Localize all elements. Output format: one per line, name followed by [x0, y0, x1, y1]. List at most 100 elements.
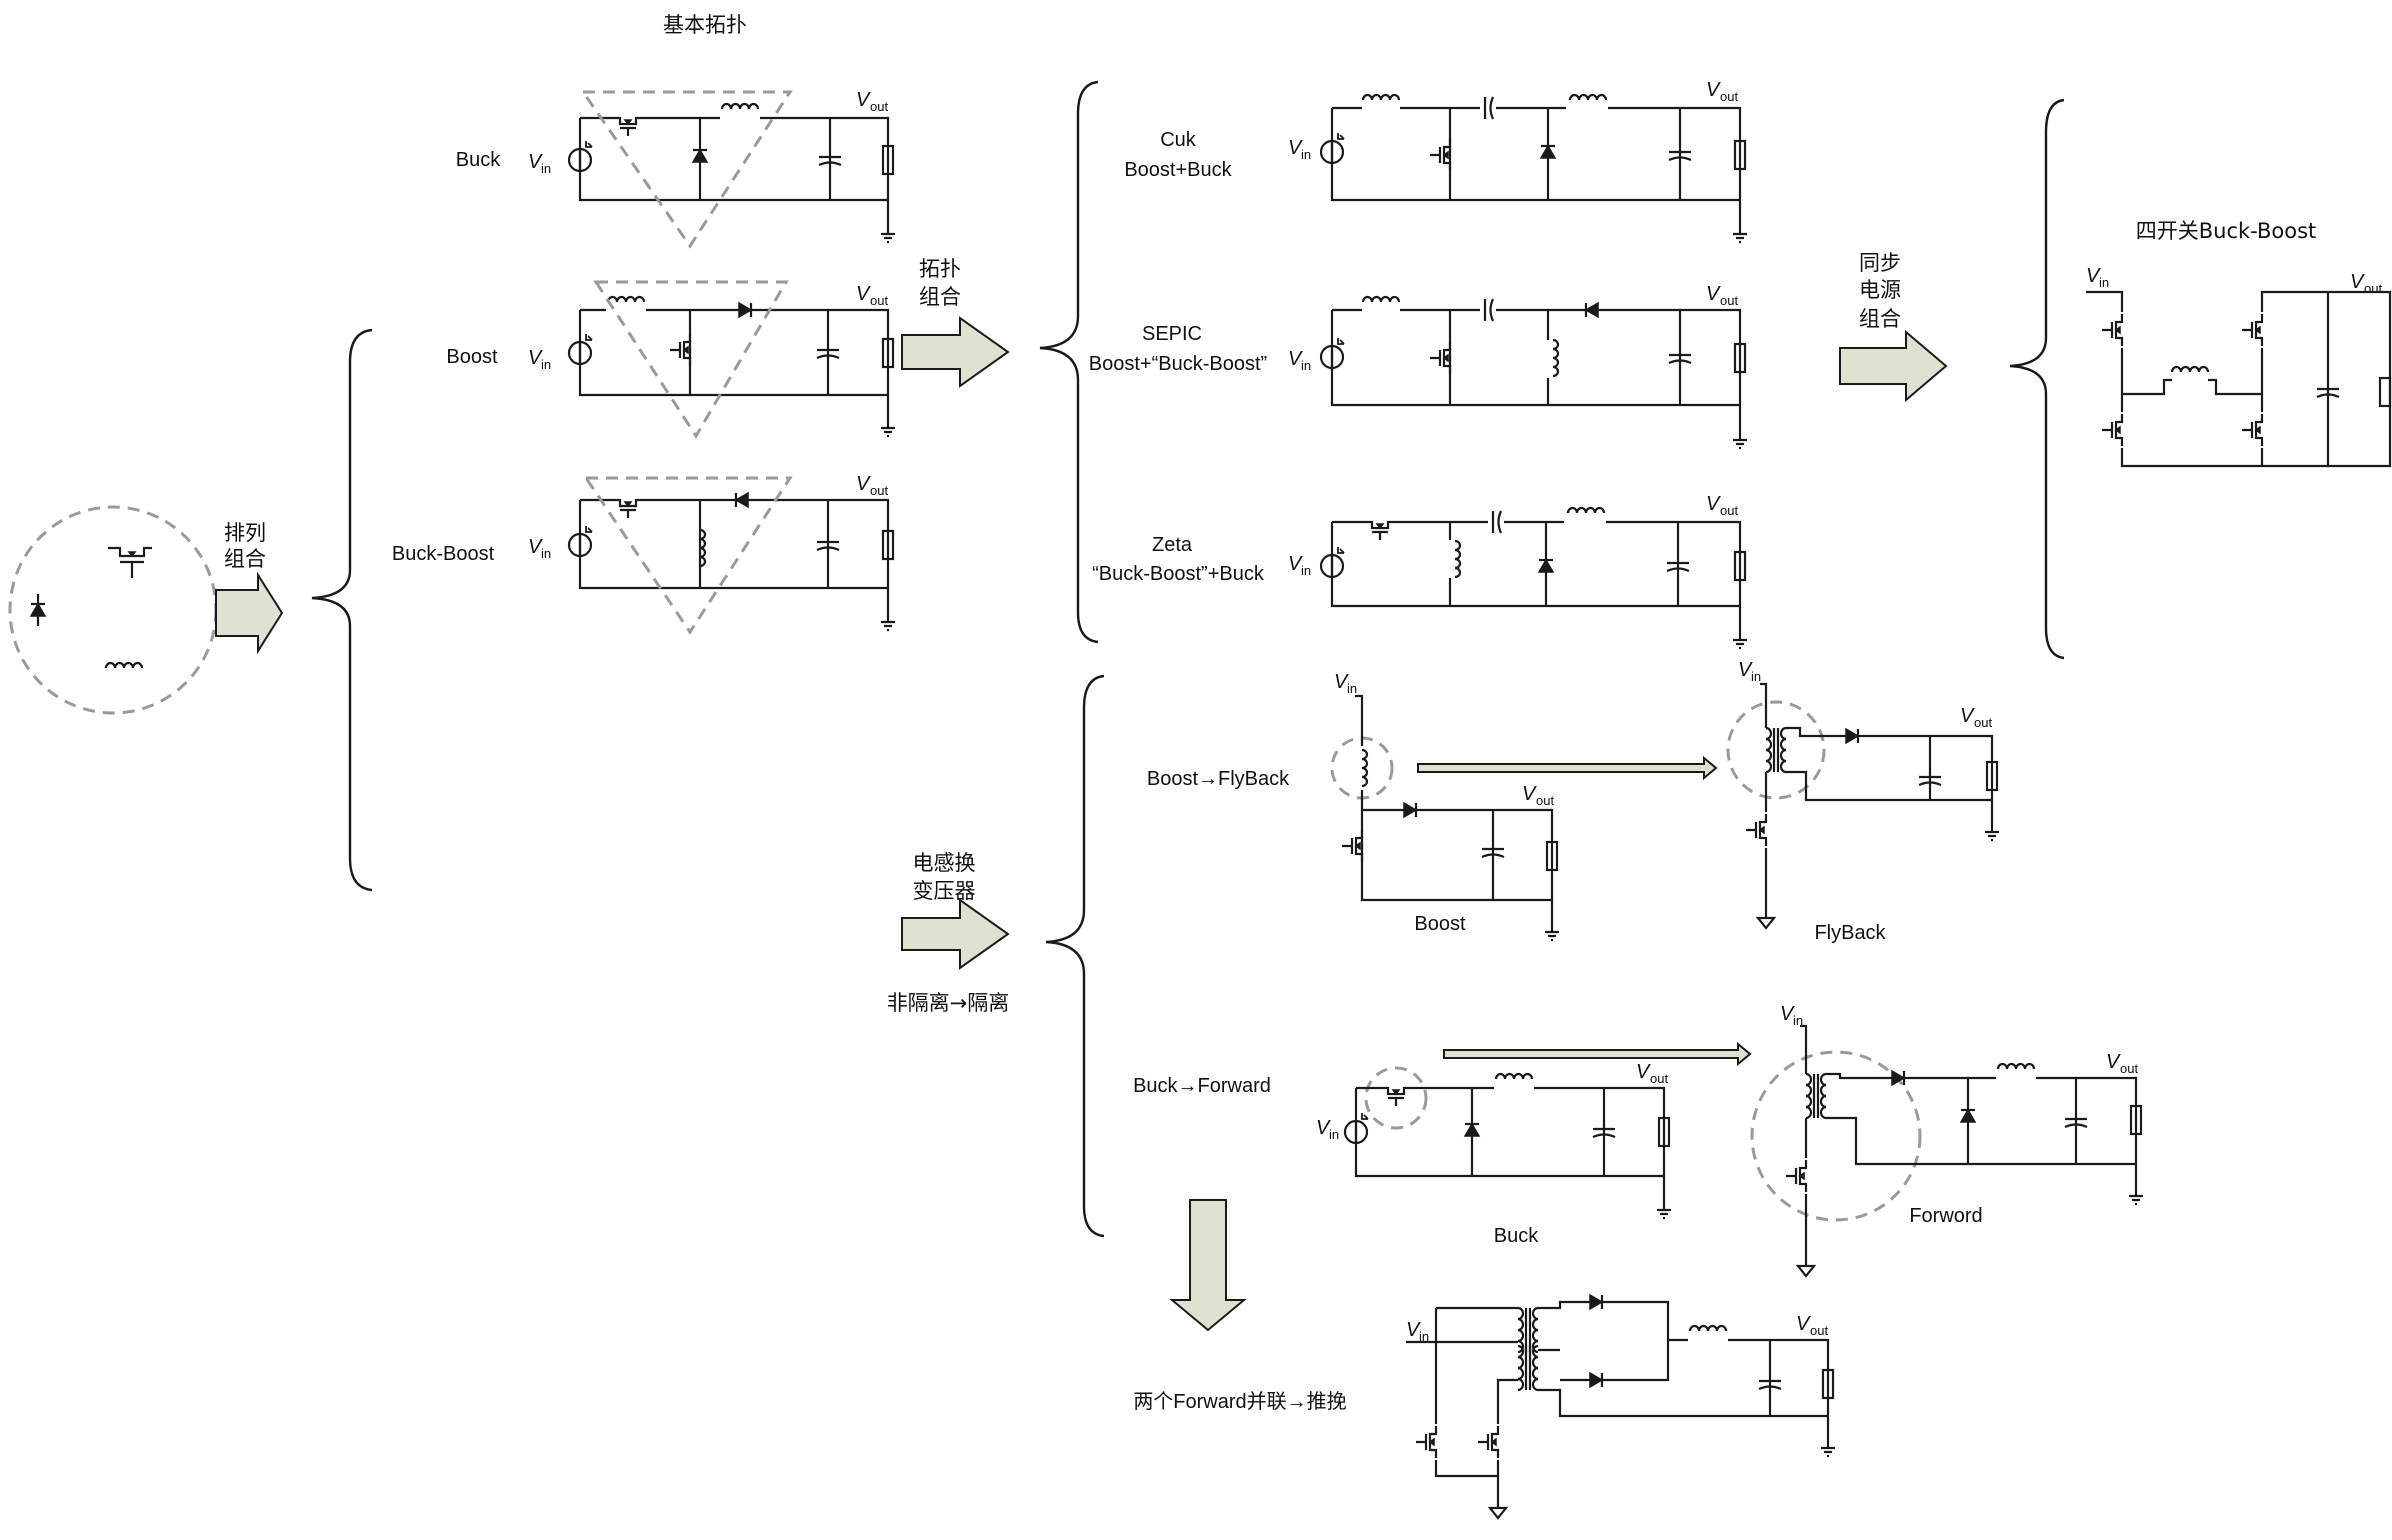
buck-circuit: Buck V in V out	[456, 89, 897, 249]
svg-text:in: in	[1301, 563, 1311, 578]
topology-combine-1: 拓扑	[919, 257, 961, 281]
svg-text:in: in	[1793, 1013, 1803, 1028]
boost-label: Boost	[446, 346, 498, 368]
buck-label: Buck	[456, 149, 501, 171]
svg-text:V: V	[1706, 79, 1721, 101]
buck-boost-label: Buck-Boost	[392, 543, 495, 565]
cuk-circuit: Cuk Boost+Buck V in V out	[1124, 79, 1749, 244]
zeta-circuit: Zeta “Buck-Boost”+Buck V in V out	[1092, 493, 1749, 650]
arrange-combine-arrow: 排列 组合	[215, 521, 284, 655]
svg-text:in: in	[2099, 275, 2109, 290]
svg-text:V: V	[1288, 137, 1303, 159]
boost-to-flyback: Boost→FlyBack V in V out Boost V in V ou…	[1147, 659, 2001, 944]
diagram-title: 基本拓扑	[663, 13, 747, 37]
svg-text:in: in	[541, 357, 551, 372]
arrange-label-2: 组合	[224, 547, 266, 571]
svg-text:out: out	[1650, 1071, 1668, 1086]
svg-text:in: in	[1419, 1329, 1429, 1344]
push-pull-circuit: 两个Forward并联→推挽 V in V out	[1133, 1293, 1837, 1520]
sepic-name: SEPIC	[1142, 323, 1202, 345]
buck-to-forward: Buck→Forward V in V out Buck V in V out	[1133, 1003, 2145, 1278]
topology-combine-2: 组合	[919, 285, 961, 309]
sync-power-2: 电源	[1859, 278, 1901, 302]
svg-text:in: in	[1301, 358, 1311, 373]
brace-basic	[311, 328, 373, 892]
buck-switch-circle	[1364, 1066, 1428, 1130]
down-arrow	[1169, 1199, 1247, 1332]
svg-text:V: V	[1522, 783, 1537, 805]
sepic-formula: Boost+“Buck-Boost”	[1089, 353, 1267, 375]
zeta-formula: “Buck-Boost”+Buck	[1092, 563, 1265, 585]
brace-isolation	[1045, 674, 1105, 1238]
basic-components-circle	[8, 505, 218, 715]
svg-text:out: out	[1536, 793, 1554, 808]
push-pull-label: 两个Forward并联→推挽	[1133, 1390, 1346, 1413]
svg-text:out: out	[870, 293, 888, 308]
svg-text:V: V	[2086, 265, 2101, 287]
arrange-label-1: 排列	[224, 521, 266, 545]
svg-text:out: out	[870, 483, 888, 498]
isolation-note: 非隔离→隔离	[887, 991, 1010, 1015]
svg-text:out: out	[1810, 1323, 1828, 1338]
svg-text:V: V	[1960, 705, 1975, 727]
inductor-transformer-2: 变压器	[913, 879, 976, 903]
buck-vin: V	[528, 151, 543, 173]
svg-text:in: in	[1301, 147, 1311, 162]
svg-text:out: out	[2364, 281, 2382, 296]
svg-text:out: out	[1720, 503, 1738, 518]
buck-to-forward-label: Buck→Forward	[1133, 1075, 1271, 1097]
inductor-transformer-1: 电感换	[913, 851, 976, 875]
svg-text:V: V	[2350, 271, 2365, 293]
svg-text:V: V	[1334, 671, 1349, 693]
boost-flyback-long-arrow	[1417, 755, 1718, 781]
svg-text:V: V	[1706, 283, 1721, 305]
topology-combine-arrow: 拓扑 组合	[901, 257, 1010, 388]
svg-text:V: V	[1316, 1117, 1331, 1139]
svg-text:V: V	[528, 536, 543, 558]
svg-text:in: in	[541, 161, 551, 176]
svg-text:V: V	[856, 89, 871, 111]
svg-text:V: V	[2106, 1051, 2121, 1073]
buck-small-label: Buck	[1494, 1225, 1539, 1247]
boost-circuit: Boost V in V out	[446, 280, 897, 439]
inductor-symbol	[104, 661, 144, 670]
svg-text:V: V	[1706, 493, 1721, 515]
boost-small-label: Boost	[1414, 913, 1466, 935]
svg-text:V: V	[856, 473, 871, 495]
svg-text:V: V	[1796, 1313, 1811, 1335]
svg-text:V: V	[1406, 1319, 1421, 1341]
svg-text:out: out	[870, 99, 888, 114]
svg-text:out: out	[1974, 715, 1992, 730]
buck-triangle	[580, 90, 793, 249]
svg-text:V: V	[856, 283, 871, 305]
svg-text:out: out	[1720, 89, 1738, 104]
brace-combined	[1039, 80, 1099, 644]
buck-boost-triangle	[583, 476, 793, 635]
boost-triangle	[593, 280, 789, 439]
zeta-name: Zeta	[1152, 534, 1193, 556]
forward-label: Forword	[1909, 1205, 1982, 1227]
svg-text:in: in	[1751, 669, 1761, 684]
svg-text:in: in	[1347, 681, 1357, 696]
brace-four-switch	[2009, 98, 2065, 660]
inductor-transformer-arrow: 电感换 变压器 非隔离→隔离	[887, 851, 1010, 1015]
buck-boost-circuit: Buck-Boost V in V out	[392, 473, 897, 635]
svg-text:V: V	[528, 347, 543, 369]
svg-text:V: V	[1288, 553, 1303, 575]
flyback-transformer-circle	[1726, 700, 1826, 800]
four-switch-buck-boost: 四开关Buck-Boost V in V out	[2086, 219, 2392, 468]
sepic-circuit: SEPIC Boost+“Buck-Boost” V in V out	[1089, 283, 1749, 450]
mosfet-symbol	[108, 546, 152, 578]
cuk-name: Cuk	[1160, 129, 1197, 151]
sync-power-3: 组合	[1859, 307, 1901, 331]
svg-text:V: V	[1636, 1061, 1651, 1083]
buck-forward-long-arrow	[1443, 1041, 1752, 1067]
svg-text:out: out	[2120, 1061, 2138, 1076]
svg-text:in: in	[541, 546, 551, 561]
boost-to-flyback-label: Boost→FlyBack	[1147, 768, 1290, 790]
cuk-formula: Boost+Buck	[1124, 159, 1232, 181]
four-switch-title: 四开关Buck-Boost	[2136, 219, 2317, 243]
forward-transformer-circle	[1750, 1050, 1922, 1222]
sync-power-1: 同步	[1859, 251, 1901, 275]
